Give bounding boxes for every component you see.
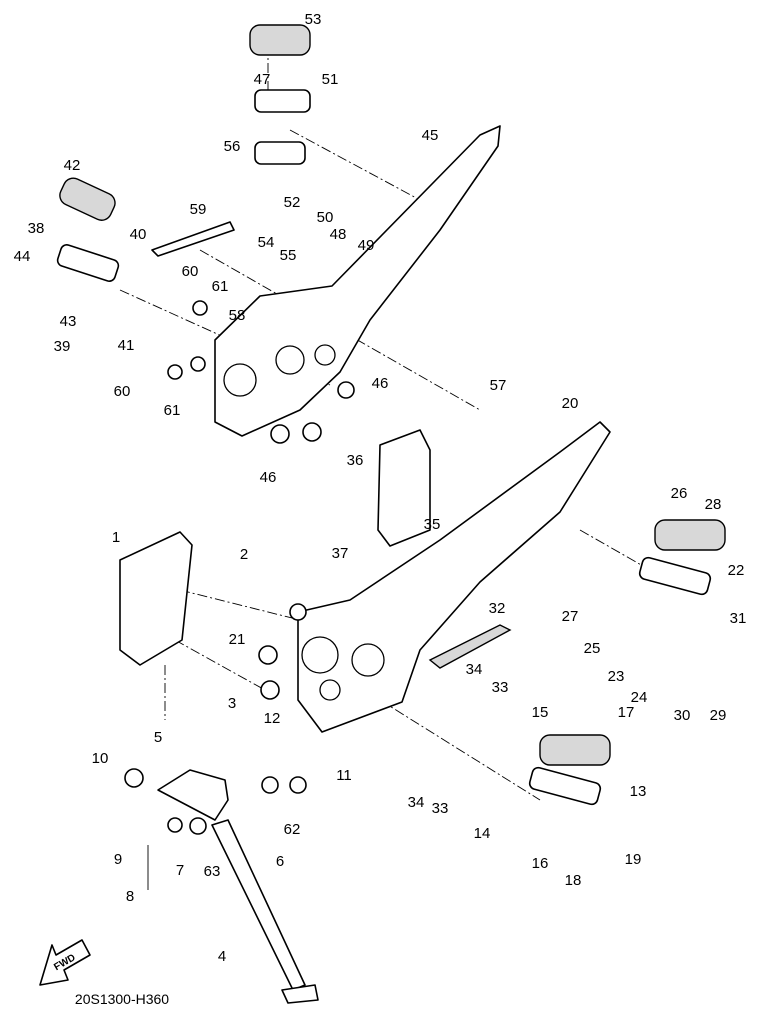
callout-46: 46 bbox=[372, 375, 389, 392]
callout-48: 48 bbox=[330, 226, 347, 243]
callout-50: 50 bbox=[317, 209, 334, 226]
lower-footrest-bracket bbox=[297, 421, 611, 733]
bracket-plate bbox=[377, 429, 431, 547]
upper-footrest-bracket bbox=[214, 125, 501, 437]
callout-11: 11 bbox=[336, 767, 352, 784]
callout-60: 60 bbox=[182, 263, 199, 280]
bushings bbox=[167, 300, 355, 835]
callout-61: 61 bbox=[212, 278, 229, 295]
callout-10: 10 bbox=[92, 750, 109, 767]
callout-8: 8 bbox=[126, 888, 134, 905]
callout-43: 43 bbox=[60, 313, 77, 330]
callout-62: 62 bbox=[284, 821, 301, 838]
callout-5: 5 bbox=[154, 729, 162, 746]
fwd-arrow-icon: FWD bbox=[39, 939, 91, 986]
callout-23: 23 bbox=[608, 668, 625, 685]
callout-4: 4 bbox=[218, 948, 226, 965]
callout-42: 42 bbox=[64, 157, 81, 174]
callout-29: 29 bbox=[710, 707, 727, 724]
callout-52: 52 bbox=[284, 194, 301, 211]
callout-61: 61 bbox=[164, 402, 181, 419]
callout-7: 7 bbox=[176, 862, 184, 879]
callout-13: 13 bbox=[630, 783, 647, 800]
callout-49: 49 bbox=[358, 237, 375, 254]
callout-57: 57 bbox=[490, 377, 507, 394]
callout-53: 53 bbox=[305, 11, 322, 28]
callout-20: 20 bbox=[562, 395, 579, 412]
callout-33: 33 bbox=[492, 679, 509, 696]
callout-30: 30 bbox=[674, 707, 691, 724]
callout-24: 24 bbox=[631, 689, 648, 706]
callout-1: 1 bbox=[112, 529, 120, 546]
callout-35: 35 bbox=[424, 516, 441, 533]
callout-18: 18 bbox=[565, 872, 582, 889]
callout-32: 32 bbox=[489, 600, 506, 617]
callout-9: 9 bbox=[114, 851, 122, 868]
footpeg-38 bbox=[56, 244, 120, 282]
callout-34: 34 bbox=[408, 794, 425, 811]
callout-60: 60 bbox=[114, 383, 131, 400]
footpeg-56 bbox=[254, 141, 306, 165]
callout-44: 44 bbox=[14, 248, 31, 265]
callout-31: 31 bbox=[730, 610, 747, 627]
callout-38: 38 bbox=[28, 220, 45, 237]
guard-59 bbox=[151, 221, 235, 257]
side-stand-plate bbox=[119, 531, 193, 666]
callout-51: 51 bbox=[322, 71, 339, 88]
callout-37: 37 bbox=[332, 545, 349, 562]
callout-21: 21 bbox=[229, 631, 246, 648]
callout-34: 34 bbox=[466, 661, 483, 678]
callout-12: 12 bbox=[264, 710, 281, 727]
callout-41: 41 bbox=[118, 337, 135, 354]
callout-26: 26 bbox=[671, 485, 688, 502]
side-stand bbox=[124, 768, 319, 1004]
callout-45: 45 bbox=[422, 127, 439, 144]
callout-33: 33 bbox=[432, 800, 449, 817]
footpeg-rubber-53 bbox=[249, 24, 311, 56]
callout-56: 56 bbox=[224, 138, 241, 155]
callout-40: 40 bbox=[130, 226, 147, 243]
guard-32 bbox=[428, 624, 512, 669]
footpeg-22 bbox=[638, 556, 712, 596]
callout-2: 2 bbox=[240, 546, 248, 563]
callout-36: 36 bbox=[347, 452, 364, 469]
callout-55: 55 bbox=[280, 247, 297, 264]
callout-59: 59 bbox=[190, 201, 207, 218]
callout-39: 39 bbox=[54, 338, 71, 355]
callout-19: 19 bbox=[625, 851, 642, 868]
callout-54: 54 bbox=[258, 234, 275, 251]
callout-58: 58 bbox=[229, 307, 246, 324]
callout-28: 28 bbox=[705, 496, 722, 513]
callout-3: 3 bbox=[228, 695, 236, 712]
footpeg-47 bbox=[254, 89, 311, 113]
callout-63: 63 bbox=[204, 863, 221, 880]
callout-14: 14 bbox=[474, 825, 491, 842]
footpeg-rubber-42 bbox=[59, 177, 116, 221]
footpeg-rubber-17 bbox=[539, 734, 611, 766]
footpeg-rubber-28 bbox=[654, 519, 726, 551]
callout-15: 15 bbox=[532, 704, 549, 721]
callout-22: 22 bbox=[728, 562, 745, 579]
callout-27: 27 bbox=[562, 608, 579, 625]
callout-6: 6 bbox=[276, 853, 284, 870]
callout-47: 47 bbox=[254, 71, 271, 88]
callout-46: 46 bbox=[260, 469, 277, 486]
callout-16: 16 bbox=[532, 855, 549, 872]
figure-code: 20S1300-H360 bbox=[75, 991, 169, 1007]
callout-17: 17 bbox=[618, 704, 635, 721]
footpeg-13 bbox=[528, 766, 602, 806]
callout-25: 25 bbox=[584, 640, 601, 657]
